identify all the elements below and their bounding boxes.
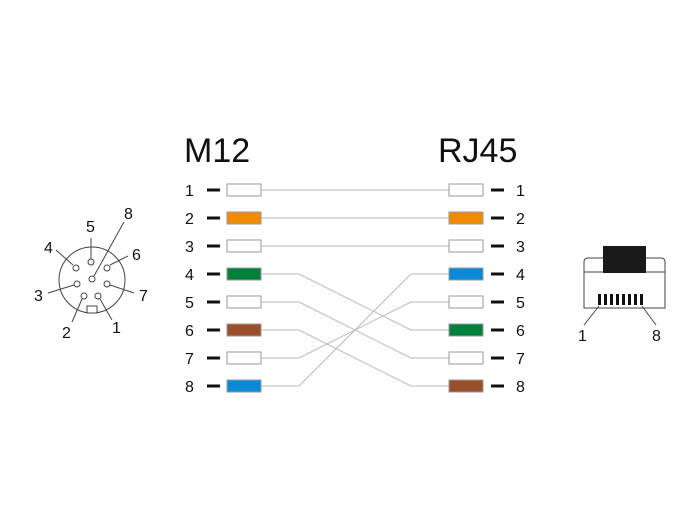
m12-pin-lead [207, 328, 220, 332]
m12-wire-color-swatch [226, 379, 262, 393]
rj45-pin-number: 8 [516, 379, 525, 396]
wire-4-to-6 [261, 273, 449, 331]
rj45-pin-lead [491, 272, 504, 276]
m12-wire-color-swatch [226, 239, 262, 253]
m12-wire-color-swatch [226, 295, 262, 309]
rj45-pin-number: 1 [516, 183, 525, 200]
m12-pin-hole-8 [88, 275, 96, 283]
rj45-wire-color-swatch [448, 183, 484, 197]
rj45-pin-number: 5 [516, 295, 525, 312]
m12-pin-lead [207, 300, 220, 304]
m12-face-label-1: 1 [112, 320, 121, 337]
m12-pin-lead [207, 356, 220, 360]
m12-title: M12 [184, 132, 250, 170]
wire-group [261, 189, 449, 387]
m12-pin-number: 1 [185, 183, 194, 200]
rj45-pin-lead [491, 188, 504, 192]
rj45-wire-color-swatch [448, 211, 484, 225]
m12-pin-number: 6 [185, 323, 194, 340]
rj45-pin-number: 7 [516, 351, 525, 368]
m12-pin-number: 4 [185, 267, 194, 284]
rj45-wire-color-swatch [448, 295, 484, 309]
rj45-wire-color-swatch [448, 267, 484, 281]
rj45-contacts [598, 294, 643, 305]
rj45-pin-number: 4 [516, 267, 525, 284]
m12-key-notch [86, 305, 98, 314]
m12-wire-color-swatch [226, 323, 262, 337]
m12-pin-lead [207, 272, 220, 276]
m12-pin-list: 1 2 3 4 5 6 7 8 [185, 183, 262, 396]
rj45-wire-color-swatch [448, 351, 484, 365]
m12-wire-color-swatch [226, 267, 262, 281]
m12-pin-number: 2 [185, 211, 194, 228]
m12-face-label-2: 2 [62, 325, 71, 342]
m12-face-label-4: 4 [44, 240, 53, 257]
m12-face-label-7: 7 [139, 288, 148, 305]
m12-connector-face: 1 2 3 4 5 6 7 8 [34, 206, 148, 342]
m12-pin-number: 8 [185, 379, 194, 396]
rj45-pin-lead [491, 356, 504, 360]
m12-pin-hole-7 [103, 280, 111, 288]
rj45-pin-list: 1 2 3 4 5 6 7 8 [448, 183, 525, 396]
rj45-wire-color-swatch [448, 379, 484, 393]
rj45-wire-color-swatch [448, 239, 484, 253]
m12-pin-hole-6 [103, 264, 111, 272]
m12-wire-color-swatch [226, 351, 262, 365]
m12-pin-hole-4 [72, 264, 80, 272]
rj45-pin-number: 2 [516, 211, 525, 228]
m12-face-label-6: 6 [132, 247, 141, 264]
rj45-pin-lead [491, 244, 504, 248]
rj45-connector-face: 1 8 [578, 246, 666, 345]
rj45-pin-lead [491, 384, 504, 388]
rj45-pin-number: 6 [516, 323, 525, 340]
wire-8-to-4 [261, 273, 449, 387]
m12-face-label-3: 3 [34, 288, 43, 305]
m12-pin-number: 3 [185, 239, 194, 256]
m12-pin-lead [207, 216, 220, 220]
rj45-pin-lead [491, 216, 504, 220]
rj45-latch [603, 246, 646, 273]
m12-wire-color-swatch [226, 211, 262, 225]
m12-pin-lead [207, 244, 220, 248]
m12-pin-lead [207, 384, 220, 388]
m12-face-label-8: 8 [124, 206, 133, 223]
m12-face-label-5: 5 [86, 219, 95, 236]
rj45-face-label-8: 8 [652, 328, 661, 345]
rj45-title: RJ45 [438, 132, 517, 170]
m12-pin-number: 7 [185, 351, 194, 368]
rj45-pin-number: 3 [516, 239, 525, 256]
rj45-wire-color-swatch [448, 323, 484, 337]
m12-pin-hole-2 [80, 292, 88, 300]
m12-pin-number: 5 [185, 295, 194, 312]
m12-pin-hole-3 [73, 280, 81, 288]
rj45-pin-lead [491, 328, 504, 332]
m12-pin-lead [207, 188, 220, 192]
rj45-pin-lead [491, 300, 504, 304]
m12-pin-hole-5 [87, 258, 95, 266]
rj45-face-label-1: 1 [578, 328, 587, 345]
m12-wire-color-swatch [226, 183, 262, 197]
m12-pin-hole-1 [94, 292, 102, 300]
wire-6-to-8 [261, 329, 449, 387]
